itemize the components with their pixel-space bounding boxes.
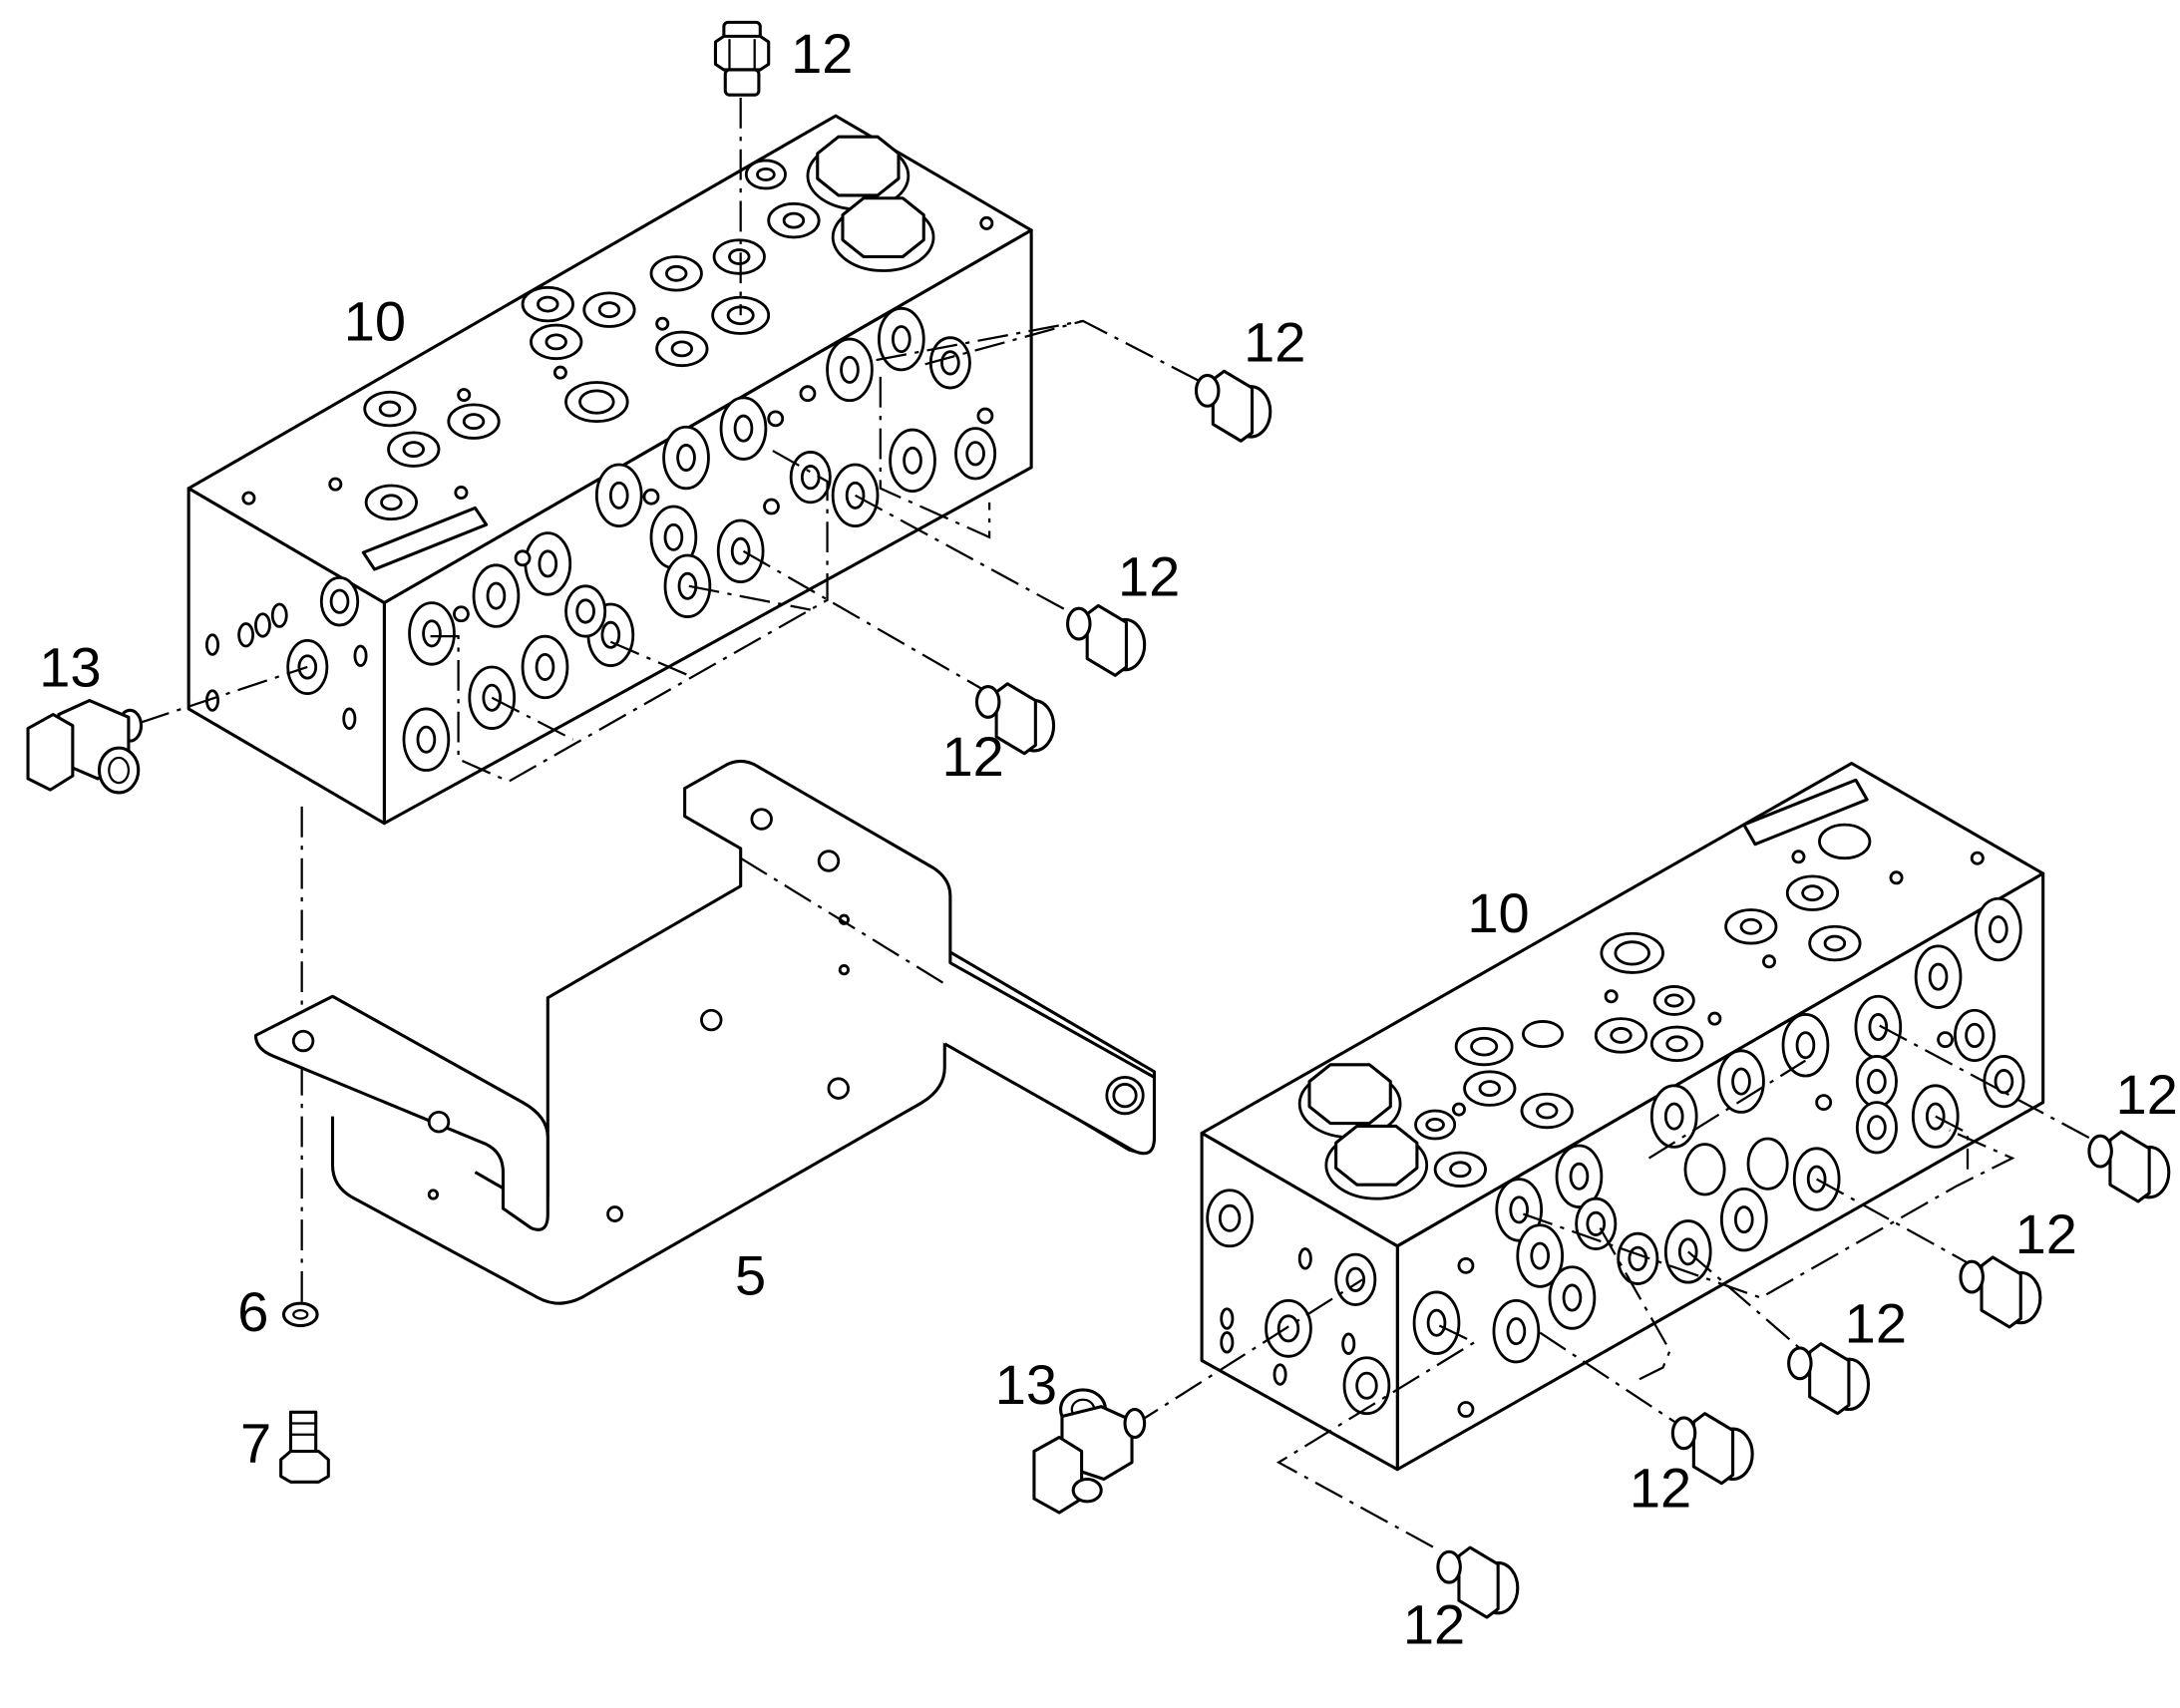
top-face-ports-lower [1297, 778, 1985, 1200]
callout-fitting-l3: 12 [1845, 1291, 1907, 1354]
valve-block-upper [186, 114, 1033, 826]
callout-block-upper: 10 [344, 290, 406, 353]
tee-fitting-lower [1032, 1388, 1147, 1515]
leader-lines-upper [139, 97, 1206, 1312]
callout-tee-upper: 13 [39, 636, 101, 699]
fitting-lower-4 [1670, 1412, 1754, 1486]
fitting-lower-1 [2087, 1130, 2171, 1203]
callout-fitting-l4: 12 [1630, 1457, 1691, 1520]
callout-tee-lower: 13 [995, 1353, 1057, 1416]
fitting-top [713, 20, 771, 97]
fitting-lower-5 [1436, 1545, 1520, 1619]
callout-fitting-r2: 12 [1118, 545, 1180, 608]
washer [281, 1301, 319, 1328]
callout-bolt: 7 [240, 1412, 271, 1475]
callout-bracket: 5 [735, 1244, 766, 1307]
top-face-ports [241, 135, 994, 571]
front-face-ports [402, 306, 997, 772]
callout-fitting-l1: 12 [2116, 1063, 2178, 1126]
callout-fitting-r3: 12 [941, 725, 1003, 788]
mounting-bracket [253, 759, 1157, 1305]
fitting-right-upper [1194, 369, 1272, 443]
tee-fitting-upper [26, 699, 144, 795]
leader-lines-lower [1131, 1024, 2097, 1550]
callout-fitting-top: 12 [791, 22, 853, 85]
valve-block-lower [1200, 761, 2045, 1472]
callout-fitting-r1: 12 [1244, 311, 1305, 374]
callout-washer: 6 [237, 1280, 268, 1343]
front-face-ports-lower [1412, 896, 2025, 1418]
callout-block-lower: 10 [1467, 881, 1529, 944]
end-face-ports-lower [1206, 1189, 1391, 1416]
callout-fitting-l2: 12 [2015, 1202, 2077, 1265]
callout-fitting-l5: 12 [1403, 1593, 1465, 1656]
fitting-mid-right [1066, 603, 1147, 677]
fitting-lower-2 [1959, 1255, 2042, 1329]
bolt [279, 1410, 330, 1484]
callout-labels: 12 10 12 12 12 13 10 5 6 7 12 12 12 12 1… [39, 22, 2178, 1656]
fitting-lower-3 [1787, 1342, 1871, 1416]
fitting-mid-left [974, 682, 1056, 756]
